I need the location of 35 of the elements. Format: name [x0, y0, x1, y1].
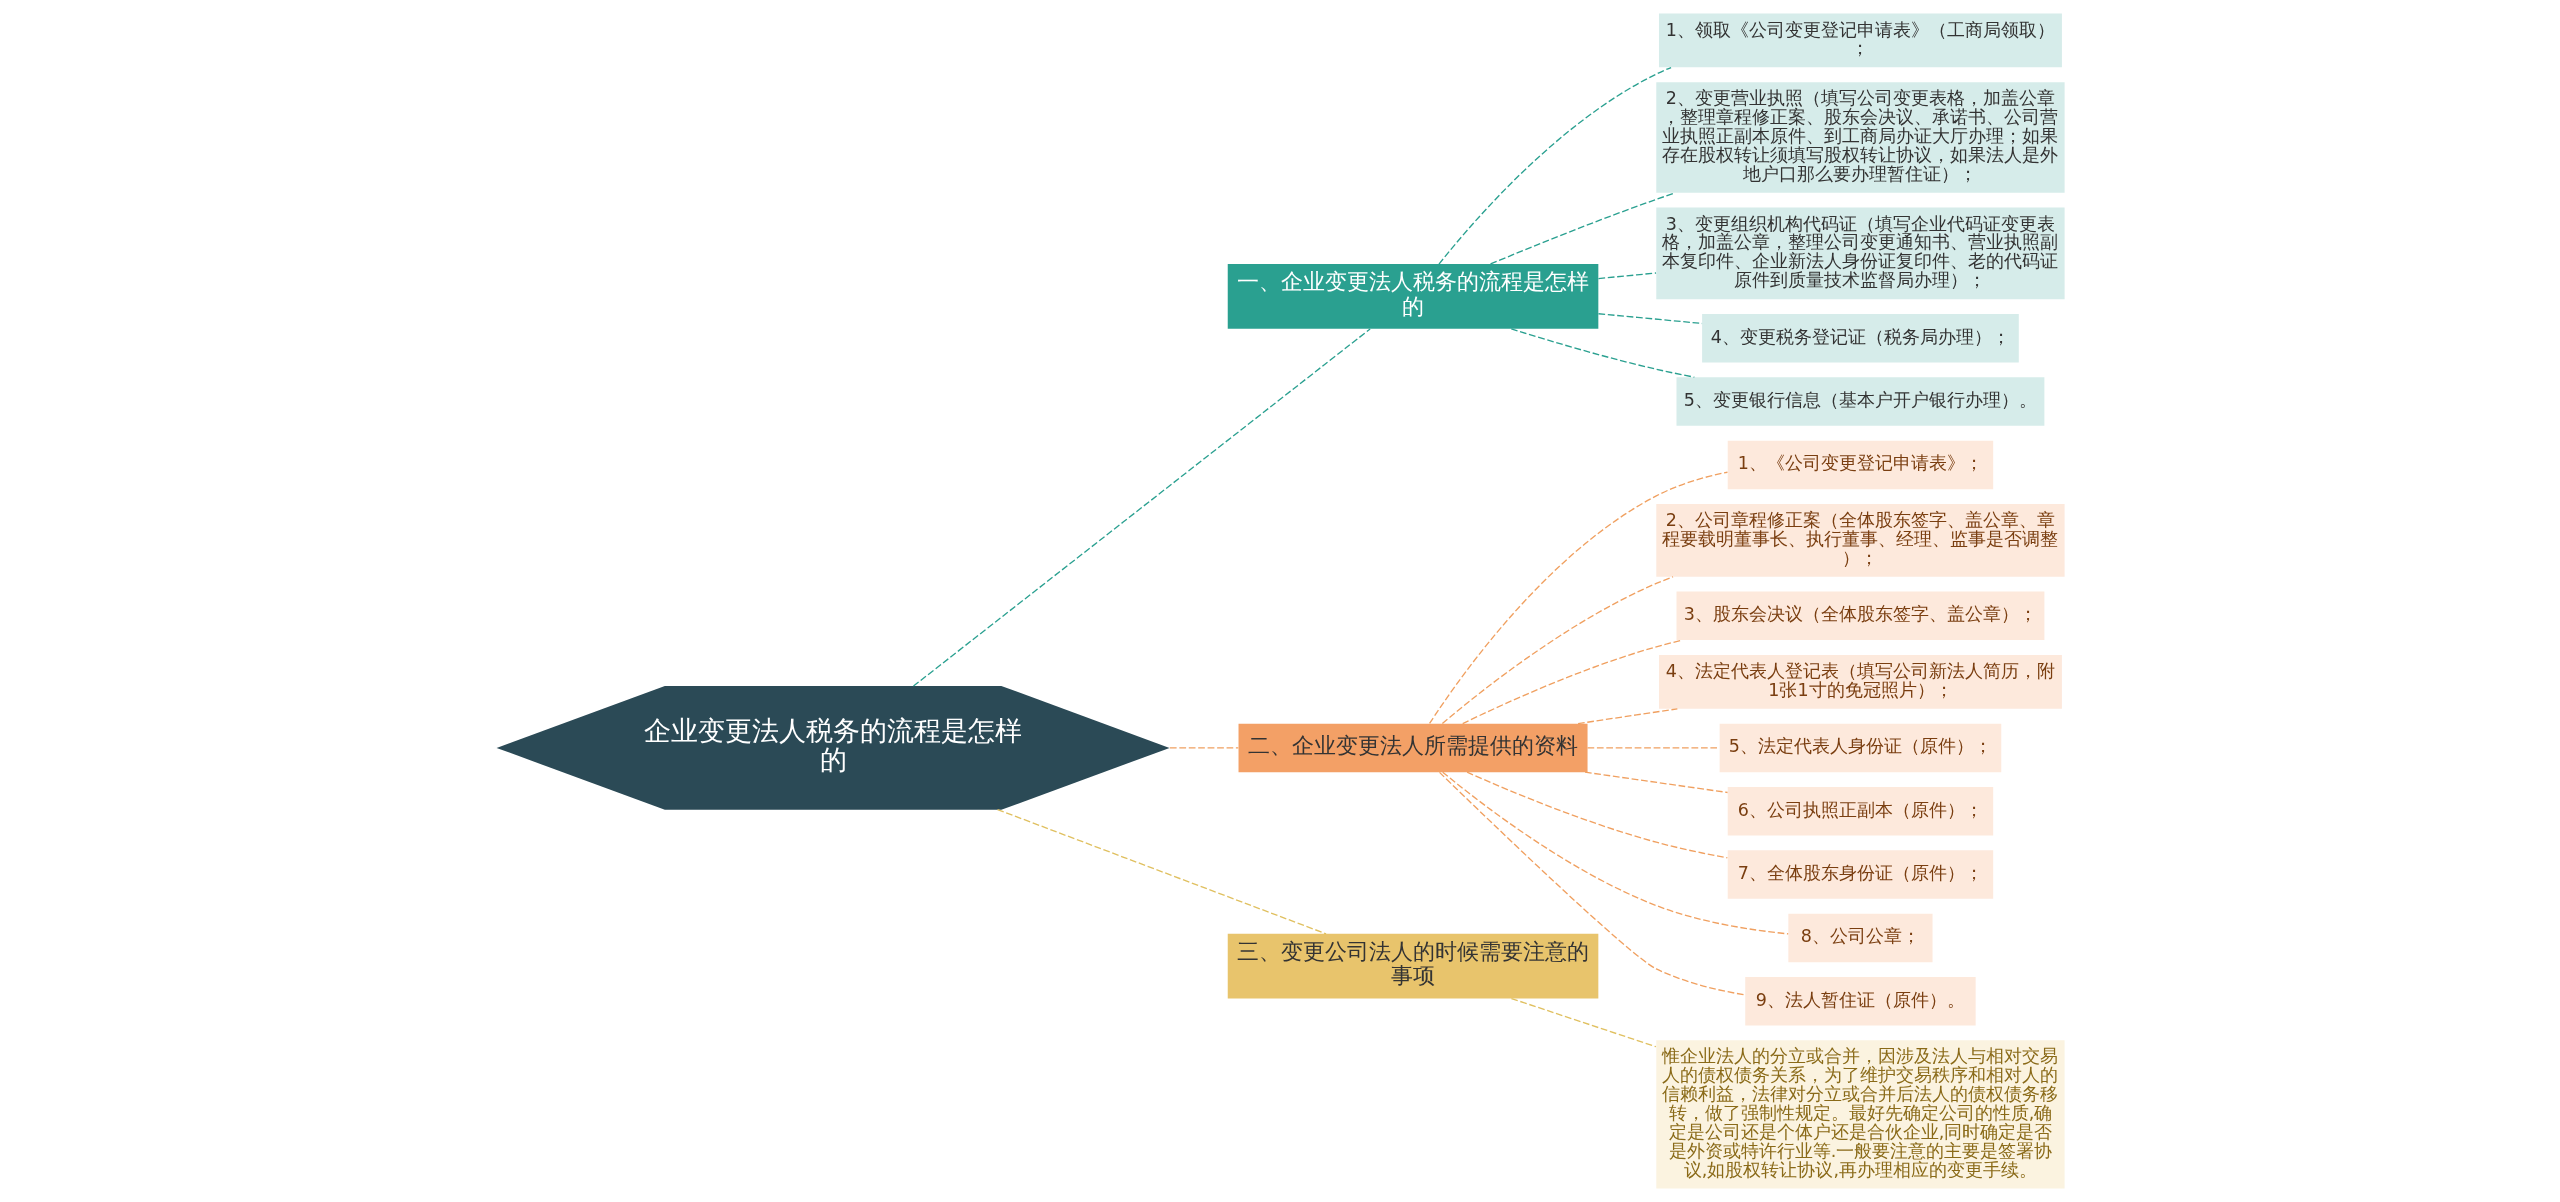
connector: [1428, 471, 1728, 725]
node-box: 5、变更银行信息（基本户开户银行办理）。: [1676, 377, 2044, 426]
connector: [912, 328, 1371, 687]
node-box: 2、变更营业执照（填写公司变更表格，加盖公章，整理章程修正案、股东会决议、承诺书、公司营业执照正副本原件、到工商局办证大厅办理；如果存在股权转让须填写股权转让协议，如果法人是外地户口那么要办理暂住证）；: [1655, 82, 2065, 193]
node-box: 3、股东会决议（全体股东签字、盖公章）；: [1676, 591, 2044, 641]
node-box: 1、《公司变更登记申请表》；: [1727, 440, 1993, 490]
connector: [1489, 192, 1676, 265]
connector: [1597, 272, 1657, 280]
node-box: 4、变更税务登记证（税务局办理）；: [1701, 313, 2019, 363]
connector: [1510, 997, 1657, 1048]
node-box: 二、企业变更法人所需提供的资料: [1238, 723, 1588, 773]
connector: [1583, 771, 1728, 794]
connector: [1461, 639, 1683, 725]
connector: [1465, 771, 1728, 859]
connector: [1576, 708, 1678, 725]
node-box: 3、变更组织机构代码证（填写企业代码证变更表格，加盖公章，整理公司变更通知书、营业执照副本复印件、企业新法人身份证复印件、老的代码证原件到质量技术监督局办理）；: [1655, 207, 2065, 300]
node-box: 4、法定代表人登记表（填写公司新法人简历，附1张1寸的免冠照片）；: [1658, 654, 2062, 709]
node-box: 1、领取《公司变更登记申请表》（工商局领取）；: [1658, 13, 2062, 68]
connector: [1510, 328, 1695, 378]
node-box: 5、法定代表人身份证（原件）；: [1719, 723, 2001, 773]
node-box: 8、公司公章；: [1787, 913, 1933, 963]
node-box: 三、变更公司法人的时候需要注意的事项: [1227, 933, 1598, 999]
node-box: 7、全体股东身份证（原件）；: [1727, 850, 1993, 899]
node-box: 2、公司章程修正案（全体股东签字、盖公章、章程要载明董事长、执行董事、经理、监事是否调整）；: [1655, 503, 2065, 577]
connector: [1438, 771, 1746, 996]
connector: [1441, 576, 1674, 725]
node-box: 9、法人暂住证（原件）。: [1744, 977, 1976, 1026]
node-box: 6、公司执照正副本（原件）；: [1727, 786, 1993, 836]
connector: [1586, 747, 1720, 749]
node-box: 一、企业变更法人税务的流程是怎样的: [1227, 264, 1598, 329]
connector: [1168, 747, 1239, 749]
node-box: 惟企业法人的分立或合并，因涉及法人与相对交易人的债权债务关系，为了维护交易秩序和相对人的信赖利益，法律对分立或合并后法人的债权债务移转，做了强制性规定。最好先确定公司的性质,确定是公司还是个体户还是合伙企业,同时确定是否是外资或特许行业等.一般要注意的主要是签署协议,如股权转让协议,再办理相应的变更手续。: [1655, 1040, 2065, 1189]
connector: [996, 808, 1327, 935]
connector: [1441, 771, 1789, 935]
connector: [1437, 66, 1672, 265]
